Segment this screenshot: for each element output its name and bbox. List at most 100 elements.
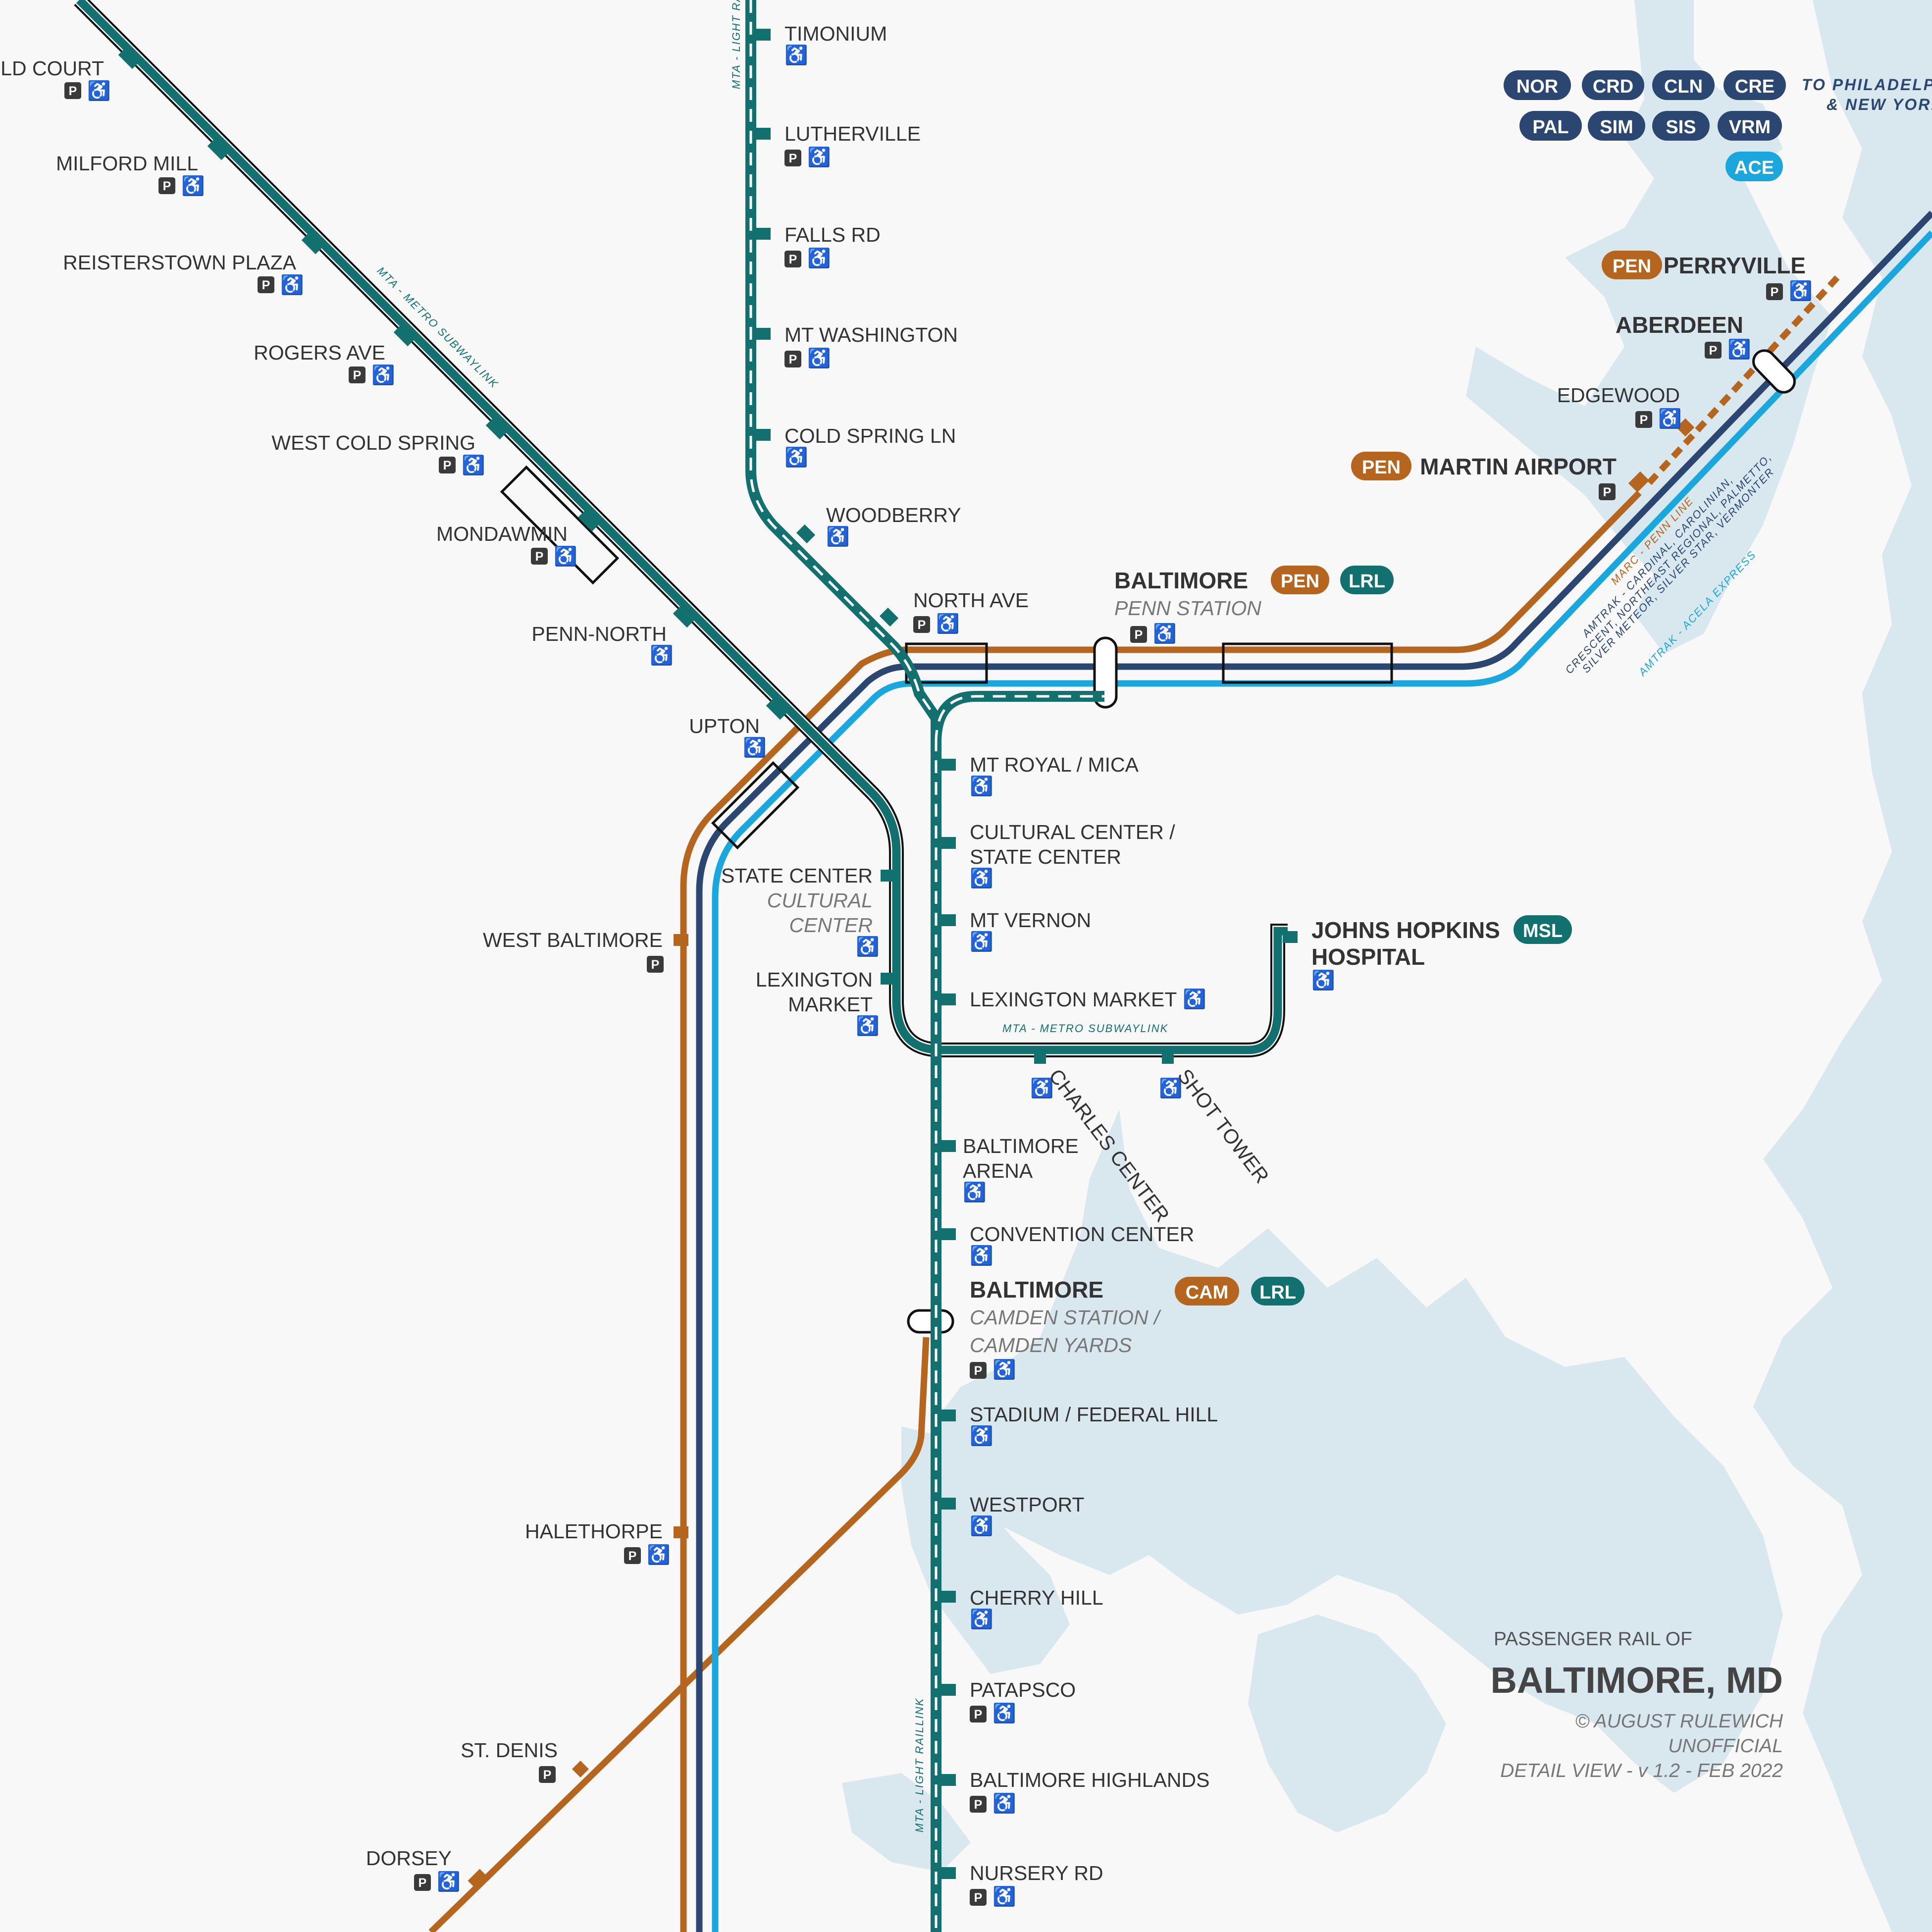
- parking-icon: [970, 1796, 987, 1813]
- svg-text:WOODBERRY: WOODBERRY: [826, 504, 961, 526]
- station-edgewood[interactable]: EDGEWOOD: [1557, 384, 1682, 429]
- parking-icon: [970, 1706, 987, 1723]
- wheelchair-icon: [992, 1702, 1016, 1724]
- station-cold-spring-ln[interactable]: COLD SPRING LN: [784, 424, 956, 468]
- station-mondawmin[interactable]: MONDAWMIN: [436, 522, 577, 567]
- station-timonium[interactable]: TIMONIUM: [784, 22, 887, 66]
- station-west-cold-spring[interactable]: WEST COLD SPRING: [271, 431, 485, 476]
- station-baltimore-highlands[interactable]: BALTIMORE HIGHLANDS: [970, 1769, 1210, 1814]
- svg-text:UPTON: UPTON: [689, 715, 760, 737]
- wheelchair-icon: [1789, 280, 1813, 302]
- svg-text:TIMONIUM: TIMONIUM: [784, 22, 887, 45]
- station-penn-north[interactable]: PENN-NORTH: [531, 623, 674, 666]
- station-dorsey[interactable]: DORSEY: [366, 1847, 461, 1892]
- destination-label-1: TO PHILADELPHIA: [1802, 76, 1932, 94]
- wheelchair-icon: [784, 44, 808, 66]
- station-nursery-rd[interactable]: NURSERY RD: [970, 1862, 1103, 1907]
- light-rail-label-south: MTA - LIGHT RAILLINK: [913, 1698, 926, 1832]
- station-state-center-metro[interactable]: STATE CENTER CULTURAL CENTER: [721, 864, 880, 957]
- station-woodberry[interactable]: WOODBERRY: [826, 504, 961, 547]
- svg-text:MT VERNON: MT VERNON: [970, 909, 1091, 932]
- svg-text:REISTERSTOWN PLAZA: REISTERSTOWN PLAZA: [63, 251, 296, 274]
- service-badge-cre: CRE: [1723, 70, 1786, 100]
- wheelchair-icon: [371, 364, 395, 386]
- light-rail-label-north: MTA - LIGHT RAILLINK: [730, 0, 742, 89]
- svg-text:PEN: PEN: [1613, 256, 1651, 277]
- wheelchair-icon: [992, 1885, 1016, 1907]
- station-upton[interactable]: UPTON: [689, 715, 767, 758]
- parking-icon: [913, 616, 930, 633]
- station-baltimore-arena[interactable]: BALTIMORE ARENA: [963, 1135, 1079, 1203]
- station-perryville[interactable]: PEN PERRYVILLE: [1602, 251, 1813, 302]
- wheelchair-icon: [1311, 969, 1335, 991]
- badge-msl: [1514, 915, 1572, 944]
- wheelchair-icon: [970, 1515, 993, 1537]
- svg-text:ST. DENIS: ST. DENIS: [461, 1739, 558, 1762]
- svg-text:LRL: LRL: [1349, 571, 1385, 592]
- acela-line: [712, 230, 1932, 1932]
- station-old-court[interactable]: OLD COURT: [0, 57, 111, 102]
- station-mt-washington[interactable]: MT WASHINGTON: [784, 323, 958, 369]
- station-north-ave[interactable]: NORTH AVE: [913, 589, 1029, 634]
- station-mt-vernon[interactable]: MT VERNON: [970, 909, 1091, 952]
- svg-text:PENN-NORTH: PENN-NORTH: [531, 623, 667, 645]
- svg-text:PENN STATION: PENN STATION: [1114, 597, 1261, 620]
- station-rogers-ave[interactable]: ROGERS AVE: [254, 341, 395, 386]
- destination-label-2: & NEW YORK: [1827, 96, 1932, 113]
- station-st-denis[interactable]: ST. DENIS: [461, 1739, 558, 1783]
- station-convention-center[interactable]: CONVENTION CENTER: [970, 1223, 1194, 1266]
- wheelchair-icon: [936, 613, 960, 634]
- parking-icon: [64, 82, 81, 99]
- map-version: DETAIL VIEW - v 1.2 - FEB 2022: [1500, 1760, 1783, 1781]
- station-penn-station[interactable]: BALTIMORE PENN STATION PEN LRL: [1114, 566, 1394, 644]
- wheelchair-icon: [807, 146, 831, 168]
- station-reisterstown-plaza[interactable]: REISTERSTOWN PLAZA: [63, 251, 304, 296]
- wheelchair-icon: [807, 347, 831, 369]
- svg-text:OLD COURT: OLD COURT: [0, 57, 104, 80]
- parking-icon: [784, 251, 801, 267]
- station-lutherville[interactable]: LUTHERVILLE: [784, 122, 921, 168]
- station-patapsco[interactable]: PATAPSCO: [970, 1678, 1076, 1724]
- station-aberdeen[interactable]: ABERDEEN: [1616, 312, 1751, 360]
- svg-text:VRM: VRM: [1729, 117, 1771, 138]
- station-cultural-center[interactable]: CULTURAL CENTER / STATE CENTER: [970, 821, 1175, 889]
- station-mt-royal[interactable]: MT ROYAL / MICA: [970, 753, 1139, 797]
- wheelchair-icon: [1658, 408, 1682, 429]
- service-badge-pal: PAL: [1519, 111, 1582, 141]
- station-camden[interactable]: BALTIMORE CAMDEN STATION / CAMDEN YARDS …: [970, 1277, 1305, 1380]
- svg-text:ACE: ACE: [1734, 157, 1774, 178]
- parking-icon: [531, 548, 548, 565]
- svg-text:MT WASHINGTON: MT WASHINGTON: [784, 323, 958, 346]
- service-badge-cln: CLN: [1652, 70, 1715, 100]
- svg-text:CAMDEN YARDS: CAMDEN YARDS: [970, 1334, 1132, 1357]
- svg-text:MARTIN AIRPORT: MARTIN AIRPORT: [1420, 454, 1617, 479]
- badge-lrl-camden: [1251, 1277, 1305, 1305]
- wheelchair-icon: [1153, 623, 1177, 644]
- station-westport[interactable]: WESTPORT: [970, 1493, 1085, 1537]
- station-halethorpe[interactable]: HALETHORPE: [525, 1520, 671, 1566]
- svg-text:LEXINGTON: LEXINGTON: [756, 968, 873, 991]
- station-martin-airport[interactable]: PEN MARTIN AIRPORT: [1351, 452, 1617, 500]
- station-lexington-market-metro[interactable]: LEXINGTON MARKET: [756, 968, 880, 1037]
- station-stadium[interactable]: STADIUM / FEDERAL HILL: [970, 1403, 1218, 1447]
- svg-text:CRD: CRD: [1593, 76, 1633, 97]
- station-johns-hopkins[interactable]: JOHNS HOPKINS HOSPITAL MSL: [1311, 915, 1572, 991]
- station-lexington-market-lr[interactable]: LEXINGTON MARKET: [970, 988, 1206, 1011]
- svg-text:CULTURAL CENTER /: CULTURAL CENTER /: [970, 821, 1175, 843]
- service-badge-vrm: VRM: [1718, 111, 1782, 141]
- station-falls-rd[interactable]: FALLS RD: [784, 223, 881, 269]
- station-shot-tower[interactable]: SHOT TOWER: [1159, 1065, 1273, 1188]
- parking-icon: [539, 1766, 556, 1783]
- station-milford-mill[interactable]: MILFORD MILL: [56, 152, 205, 197]
- station-west-baltimore[interactable]: WEST BALTIMORE: [483, 929, 664, 973]
- station-cherry-hill[interactable]: CHERRY HILL: [970, 1586, 1103, 1630]
- wheelchair-icon: [784, 446, 808, 468]
- svg-text:MONDAWMIN: MONDAWMIN: [436, 522, 568, 545]
- svg-text:WEST COLD SPRING: WEST COLD SPRING: [271, 431, 475, 454]
- wheelchair-icon: [1727, 338, 1751, 360]
- map-pretitle: PASSENGER RAIL OF: [1494, 1628, 1692, 1650]
- light-rail: [745, 0, 1104, 1932]
- wheelchair-icon: [650, 644, 674, 666]
- wheelchair-icon: [963, 1181, 987, 1203]
- parking-icon: [258, 276, 274, 293]
